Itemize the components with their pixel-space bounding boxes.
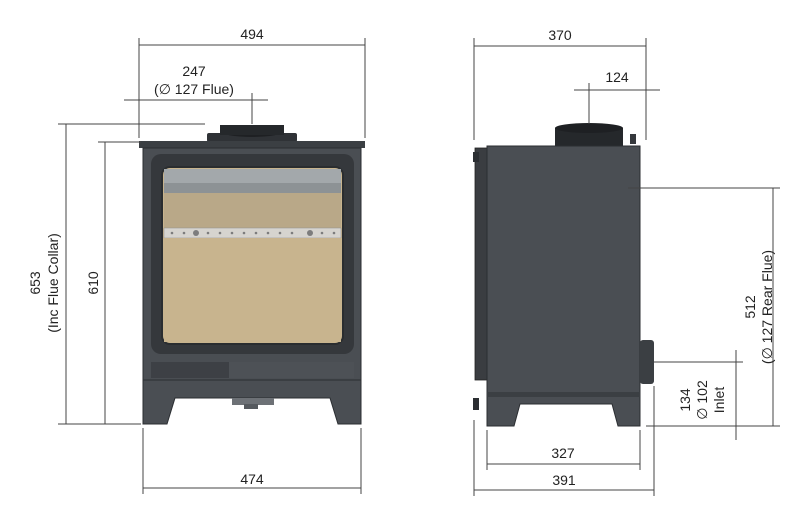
side-hinge-top (473, 152, 479, 162)
side-flue-offset: 124 (605, 69, 629, 85)
front-air-control (232, 398, 274, 405)
side-flue-top (555, 123, 623, 133)
side-rear-flue (640, 340, 654, 384)
side-rear-flue-height: 512 (742, 295, 758, 319)
side-base (486, 395, 641, 427)
front-total-height-note: (Inc Flue Collar) (45, 233, 61, 333)
front-flue-offset: 247 (182, 63, 206, 79)
front-flue-diameter: (∅ 127 Flue) (154, 81, 234, 97)
front-grate-dots (170, 230, 336, 236)
front-base-width: 474 (240, 471, 264, 487)
front-dimensions: 494 247 (∅ 127 Flue) 474 610 653 (Inc Fl… (27, 26, 366, 494)
side-flue-collar (555, 128, 623, 146)
side-dimensions: 370 124 327 391 512 (∅ 127 Rear Flue) 13… (473, 27, 780, 496)
front-baffle (164, 169, 341, 183)
side-inlet-label: Inlet (711, 387, 727, 414)
side-inlet-diameter: ∅ 102 (694, 380, 710, 420)
front-grate-rail (163, 227, 342, 239)
front-overall-width: 494 (240, 26, 264, 42)
side-hinge-bottom (473, 398, 479, 410)
front-ash-panel (229, 362, 354, 378)
side-door-edge (474, 147, 488, 381)
side-depth-overall: 391 (552, 472, 576, 488)
front-top-plate (139, 141, 365, 148)
front-flue-pipe (220, 125, 284, 135)
front-lower-firebrick (164, 238, 341, 342)
front-air-knob (244, 404, 258, 409)
side-inlet-height: 134 (677, 388, 693, 412)
front-base (142, 379, 362, 425)
front-total-height: 653 (27, 271, 43, 295)
side-depth-top: 370 (548, 27, 572, 43)
side-depth-base: 327 (551, 445, 575, 461)
side-flue-lip (630, 134, 636, 144)
front-baffle-shadow (164, 183, 341, 193)
front-ash-lip (151, 362, 229, 378)
front-upper-firebrick (164, 193, 341, 228)
side-view (473, 123, 654, 427)
side-base-shadow (487, 392, 640, 397)
side-rear-flue-note: (∅ 127 Rear Flue) (759, 250, 775, 364)
side-body (486, 145, 641, 397)
front-body-height: 610 (85, 271, 101, 295)
front-view (139, 125, 365, 425)
